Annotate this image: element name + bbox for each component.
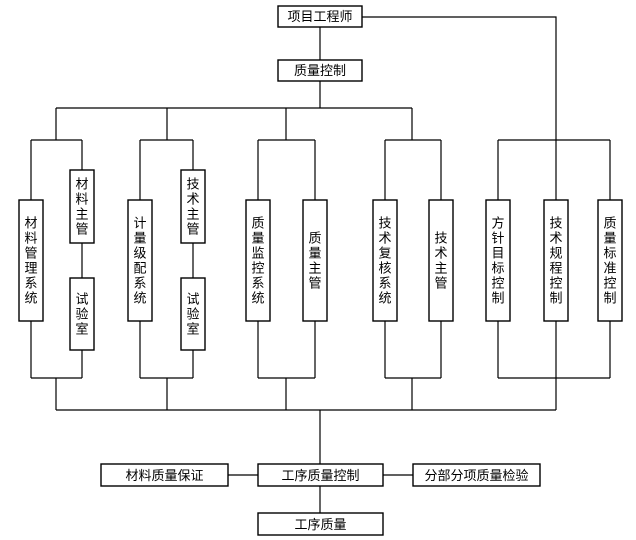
node-quality-monitoring-system: 质量监控系统 [245, 199, 271, 322]
node-quality-supervisor: 质量主管 [302, 199, 328, 322]
node-tech-supervisor-1: 技术主管 [180, 169, 206, 244]
node-process-quality-control: 工序质量控制 [257, 463, 384, 487]
node-lab-2: 试验室 [180, 277, 206, 351]
node-quality-standard-control: 质量标准控制 [597, 199, 623, 322]
svg-text:材料管理系统: 材料管理系统 [24, 217, 37, 307]
node-subitem-quality-inspection: 分部分项质量检验 [412, 463, 541, 487]
node-material-quality-assurance: 材料质量保证 [100, 463, 229, 487]
svg-text:材料质量保证: 材料质量保证 [125, 469, 203, 484]
svg-text:技术规程控制: 技术规程控制 [549, 217, 562, 307]
svg-text:分部分项质量检验: 分部分项质量检验 [424, 468, 528, 484]
node-metering-system: 计量级配系统 [127, 199, 153, 322]
node-material-mgmt-system: 材料管理系统 [18, 199, 44, 322]
svg-text:计量级配系统: 计量级配系统 [133, 217, 146, 307]
svg-text:技术复核系统: 技术复核系统 [378, 217, 391, 307]
svg-text:工序质量控制: 工序质量控制 [281, 469, 359, 484]
svg-text:质量标准控制: 质量标准控制 [603, 217, 616, 307]
node-quality-control: 质量控制 [277, 59, 363, 82]
connector-lines [30, 16, 611, 513]
node-tech-spec-control: 技术规程控制 [543, 199, 569, 322]
svg-text:项目工程师: 项目工程师 [287, 10, 352, 25]
node-policy-target-control: 方针目标控制 [485, 199, 511, 322]
node-tech-supervisor-2: 技术主管 [428, 199, 454, 322]
svg-text:试验室: 试验室 [186, 293, 199, 338]
node-project-engineer: 项目工程师 [277, 5, 363, 28]
svg-text:工序质量: 工序质量 [294, 518, 346, 533]
node-lab-1: 试验室 [69, 277, 95, 351]
node-material-supervisor: 材料主管 [69, 169, 95, 244]
svg-text:方针目标控制: 方针目标控制 [491, 216, 504, 307]
svg-text:质量控制: 质量控制 [294, 64, 346, 79]
node-tech-review-system: 技术复核系统 [372, 199, 398, 322]
svg-text:材料主管: 材料主管 [75, 178, 88, 238]
svg-text:质量主管: 质量主管 [308, 232, 321, 292]
svg-text:技术主管: 技术主管 [434, 232, 447, 292]
svg-text:技术主管: 技术主管 [186, 178, 199, 238]
node-process-quality: 工序质量 [257, 512, 384, 536]
svg-text:试验室: 试验室 [75, 293, 88, 338]
svg-text:质量监控系统: 质量监控系统 [251, 217, 264, 307]
